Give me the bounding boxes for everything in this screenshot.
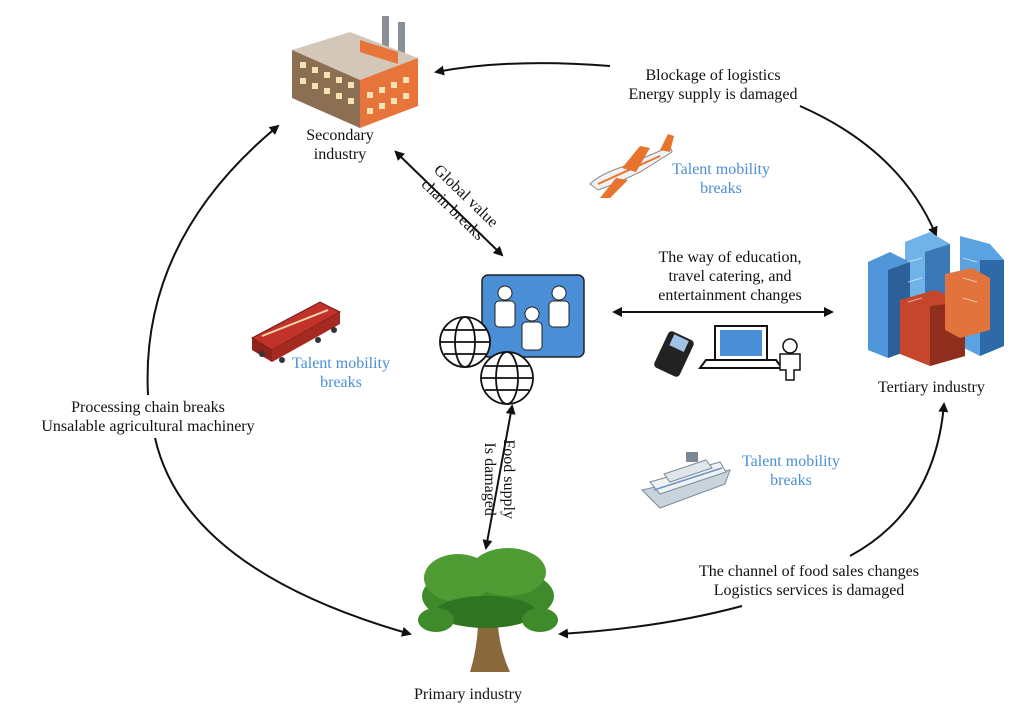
arrow-secondary-center xyxy=(394,150,504,257)
train-icon xyxy=(250,301,342,363)
globe-icon xyxy=(439,316,491,368)
logistics-energy-label: Blockage of logistics Energy supply is d… xyxy=(628,67,798,104)
arrow-center-primary xyxy=(482,404,516,550)
talent-mobility-plane-label: Talent mobility breaks xyxy=(672,161,770,198)
person-icon xyxy=(748,338,801,381)
ship-icon xyxy=(641,452,731,509)
city-icon xyxy=(868,232,1004,366)
arrow-to-tertiary-from-top xyxy=(799,105,938,237)
arrow-to-secondary-from-left xyxy=(146,124,280,396)
talent-mobility-train-label: Talent mobility breaks xyxy=(292,355,390,392)
tertiary-industry-label: Tertiary industry xyxy=(878,379,985,396)
secondary-industry-label: Secondary industry xyxy=(306,127,374,164)
globe-icon xyxy=(480,351,534,405)
primary-industry-label: Primary industry xyxy=(414,686,522,703)
arrow-to-primary-from-right xyxy=(558,605,743,639)
tree-icon xyxy=(418,548,558,672)
arrow-to-secondary-from-right xyxy=(434,62,611,76)
people-icon xyxy=(481,274,585,358)
talent-mobility-ship-label: Talent mobility breaks xyxy=(742,453,840,490)
arrow-to-primary-from-left xyxy=(154,437,412,637)
education-travel-label: The way of education, travel catering, a… xyxy=(658,249,802,305)
phone-icon xyxy=(654,331,694,377)
laptop-icon xyxy=(698,325,784,369)
airplane-icon xyxy=(589,134,674,198)
arrow-to-tertiary-from-bottom xyxy=(849,402,949,557)
food-supply-label: Food supply Is damaged xyxy=(481,439,518,519)
food-sales-label: The channel of food sales changes Logist… xyxy=(699,563,919,600)
factory-icon xyxy=(292,16,418,128)
processing-chain-label: Processing chain breaks Unsalable agricu… xyxy=(41,399,255,436)
